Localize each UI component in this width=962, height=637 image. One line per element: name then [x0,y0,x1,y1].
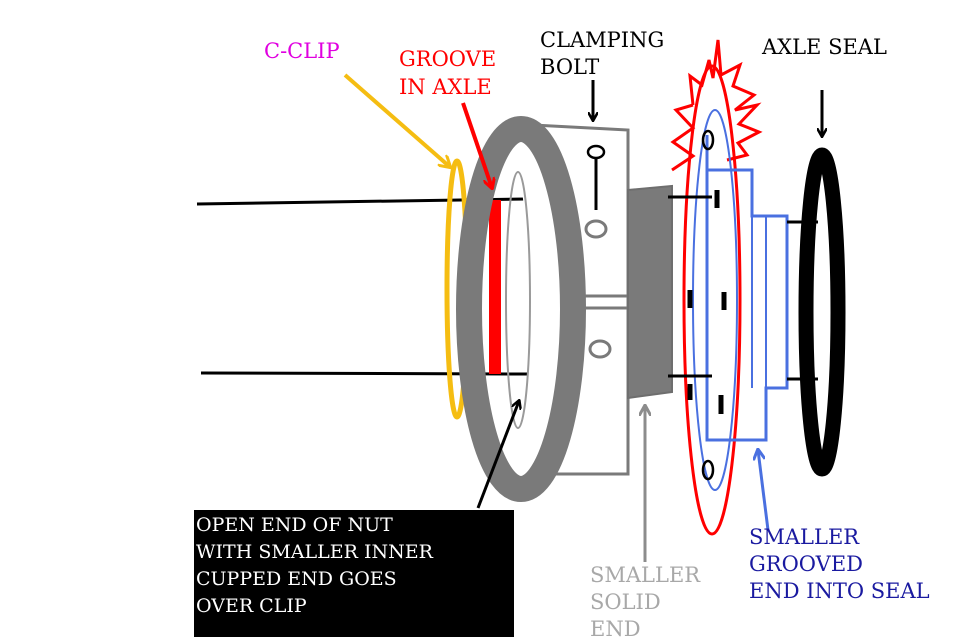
gear-studs [668,129,727,481]
smaller-solid-end [627,184,673,400]
open-end-arrow [476,401,519,509]
groove-label: GROOVE IN AXLE [399,47,503,99]
bolt-holes [584,144,612,359]
sprocket-gear [670,39,763,536]
callout-arrows [343,73,822,562]
callout-line: OVER CLIP [196,595,307,617]
c-clip-label: C-CLIP [264,39,340,63]
smaller-solid-end-label: SMALLER SOLID END [590,563,707,637]
nut-ring [456,116,586,502]
clamping-bolt-label: CLAMPING BOLT [540,28,671,79]
open-end-of-nut-callout: OPEN END OF NUT WITH SMALLER INNER CUPPE… [194,510,514,637]
groove-arrow [461,102,492,188]
callout-line: OPEN END OF NUT [196,514,393,536]
c-clip-arrow [343,73,450,167]
grooved-end-part [692,109,789,491]
callout-line: CUPPED END GOES [196,568,397,590]
axle-groove [489,200,501,374]
axle-seal-label: AXLE SEAL [761,35,887,59]
smaller-grooved-end-label: SMALLER GROOVED END INTO SEAL [749,525,930,603]
grooved-end-arrow [758,450,770,531]
axle-seal [787,147,846,477]
callout-line: WITH SMALLER INNER [196,541,433,563]
